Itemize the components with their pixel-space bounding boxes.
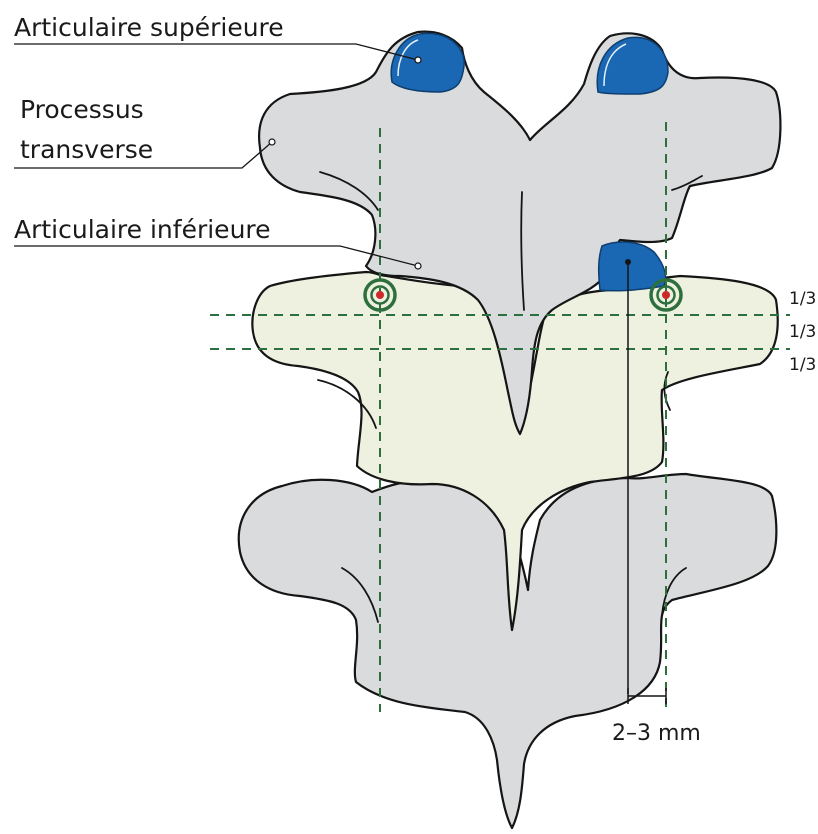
superior-articular-text: Articulaire supérieure <box>14 13 284 42</box>
inferior-articular-text: Articulaire inférieure <box>14 215 271 244</box>
measurement-label: 2–3 mm <box>612 721 701 746</box>
transverse-process-text-line1: Processus <box>20 95 144 124</box>
fraction-label-1: 1/3 <box>789 289 816 309</box>
transverse-process-text-line2: transverse <box>20 135 153 164</box>
label-superior-articular: Articulaire supérieure <box>14 13 421 63</box>
fraction-label-3: 1/3 <box>789 355 816 375</box>
fraction-label-2: 1/3 <box>789 322 816 342</box>
label-inferior-articular: Articulaire inférieure <box>14 215 421 269</box>
label-transverse-process: Processus transverse <box>14 95 275 168</box>
fraction-labels: 1/3 1/3 1/3 <box>789 289 816 375</box>
